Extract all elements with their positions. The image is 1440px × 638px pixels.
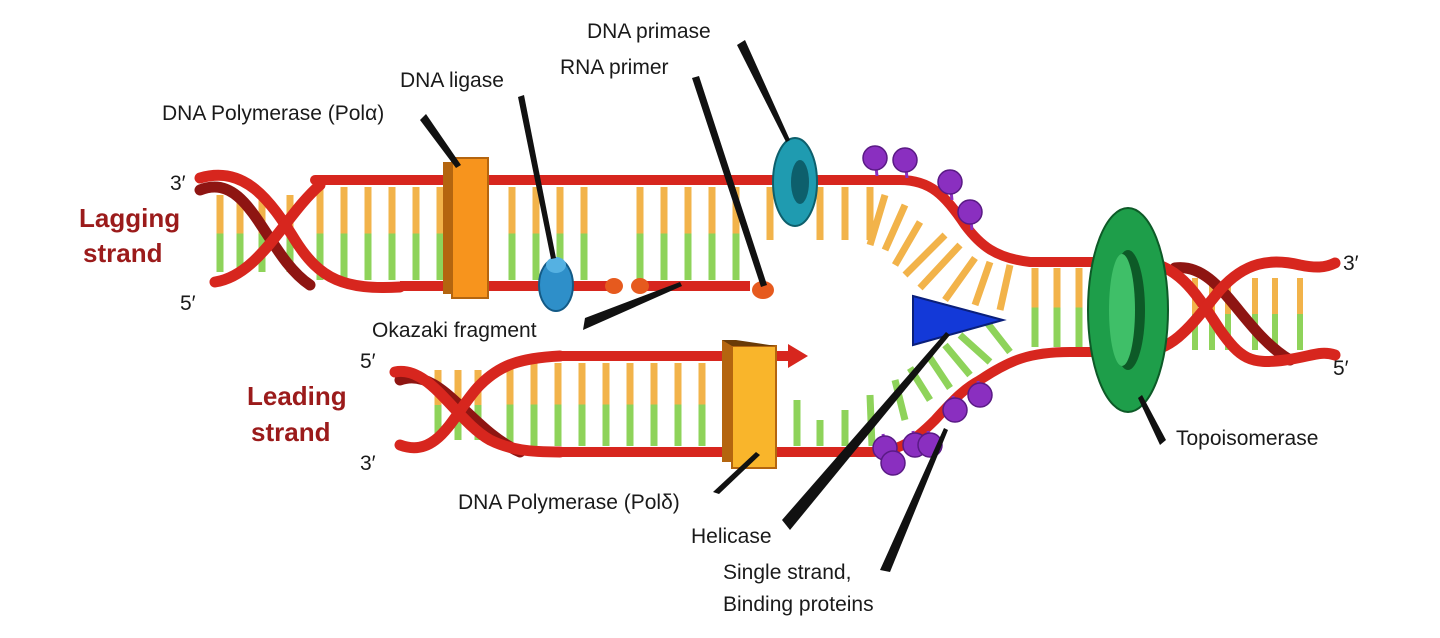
leader-ligase [518, 95, 556, 259]
rna-primer-1 [605, 278, 623, 294]
lagging-template-strand [310, 175, 1145, 267]
ssb-protein-6 [942, 397, 968, 423]
parental-helix-front-a [1134, 256, 1341, 367]
leader-helicase [782, 332, 950, 530]
leader-topoisomerase [1138, 395, 1166, 445]
fork-stub-6 [971, 260, 994, 307]
parental-lower-strand [975, 347, 1145, 385]
label-leading-line1: Leading [247, 381, 347, 411]
label-lagging-line2: strand [83, 238, 162, 268]
fork-stub-7 [996, 264, 1014, 311]
dna-polymerase-alpha [443, 157, 489, 299]
rna-primer-3 [752, 281, 774, 299]
fork-stub-2 [891, 220, 924, 267]
label-dna-primase: DNA primase [587, 20, 711, 43]
lead-stub-8 [957, 332, 993, 365]
end-lagging-bottom: 5′ [180, 292, 196, 315]
lead-stub-6 [925, 353, 953, 390]
label-okazaki-fragment: Okazaki fragment [372, 319, 537, 342]
lagging-helix-strand2 [209, 179, 326, 288]
label-helicase: Helicase [691, 525, 772, 548]
lead-stub-9 [982, 317, 1013, 355]
ssb-protein-7 [967, 382, 993, 408]
ssb-protein-3 [957, 199, 983, 225]
fork-stub-0 [866, 193, 889, 247]
end-right-top: 3′ [1343, 252, 1359, 275]
lagging-base-pairs [216, 187, 1014, 311]
lead-stub-7 [942, 342, 973, 378]
fork-stub-1 [881, 203, 909, 252]
leader-okazaki [583, 282, 682, 330]
label-ssb-line2: Binding proteins [723, 593, 874, 616]
label-dna-polymerase-alpha: DNA Polymerase (Polα) [162, 102, 384, 125]
label-leading-line2: strand [251, 417, 330, 447]
dna-primase [772, 137, 818, 227]
dna-polymerase-delta [722, 340, 777, 469]
leading-base-pairs [434, 317, 1013, 447]
end-leading-top: 5′ [360, 350, 376, 373]
fork-stub-4 [917, 242, 963, 291]
lagging-helix-front [194, 169, 406, 293]
leading-strand-duplex [389, 317, 1013, 458]
label-topoisomerase: Topoisomerase [1176, 427, 1318, 450]
fork-stub-3 [902, 232, 948, 278]
leader-rna-primer [692, 76, 767, 287]
topoisomerase-ring [1087, 207, 1169, 413]
lead-stub-4 [891, 379, 909, 421]
label-dna-polymerase-delta: DNA Polymerase (Polδ) [458, 491, 680, 514]
leading-strand-arrowhead [788, 344, 808, 368]
ssb-proteins [862, 145, 993, 476]
helicase-wedge [912, 294, 1007, 347]
leader-pol-alpha [420, 114, 461, 168]
label-ssb-line1: Single strand, [723, 561, 851, 584]
ssb-protein-1 [892, 147, 918, 173]
leading-helix-front [394, 350, 566, 453]
leading-helix-strand2 [389, 365, 566, 458]
ssb-protein-8 [880, 450, 906, 476]
label-dna-ligase: DNA ligase [400, 69, 504, 92]
leader-pol-delta [713, 452, 760, 494]
dna-ligase [538, 257, 574, 312]
end-right-bottom: 5′ [1333, 357, 1349, 380]
end-leading-bottom: 3′ [360, 452, 376, 475]
end-lagging-top: 3′ [170, 172, 186, 195]
parental-helix-back [1169, 262, 1296, 366]
label-rna-primer: RNA primer [560, 56, 669, 79]
leader-ssb [880, 428, 948, 572]
lagging-helix-back [194, 181, 316, 291]
ssb-protein-2 [937, 169, 963, 195]
parental-helix-front-b [1134, 256, 1341, 358]
rna-primer-2 [631, 278, 649, 294]
lagging-strand-duplex [194, 169, 1145, 311]
leader-primase [737, 40, 790, 142]
parental-duplex [975, 256, 1341, 385]
leader-lines [420, 40, 1166, 572]
fork-stub-5 [942, 255, 978, 303]
label-lagging-line1: Lagging [79, 203, 180, 233]
ssb-protein-0 [862, 145, 888, 171]
